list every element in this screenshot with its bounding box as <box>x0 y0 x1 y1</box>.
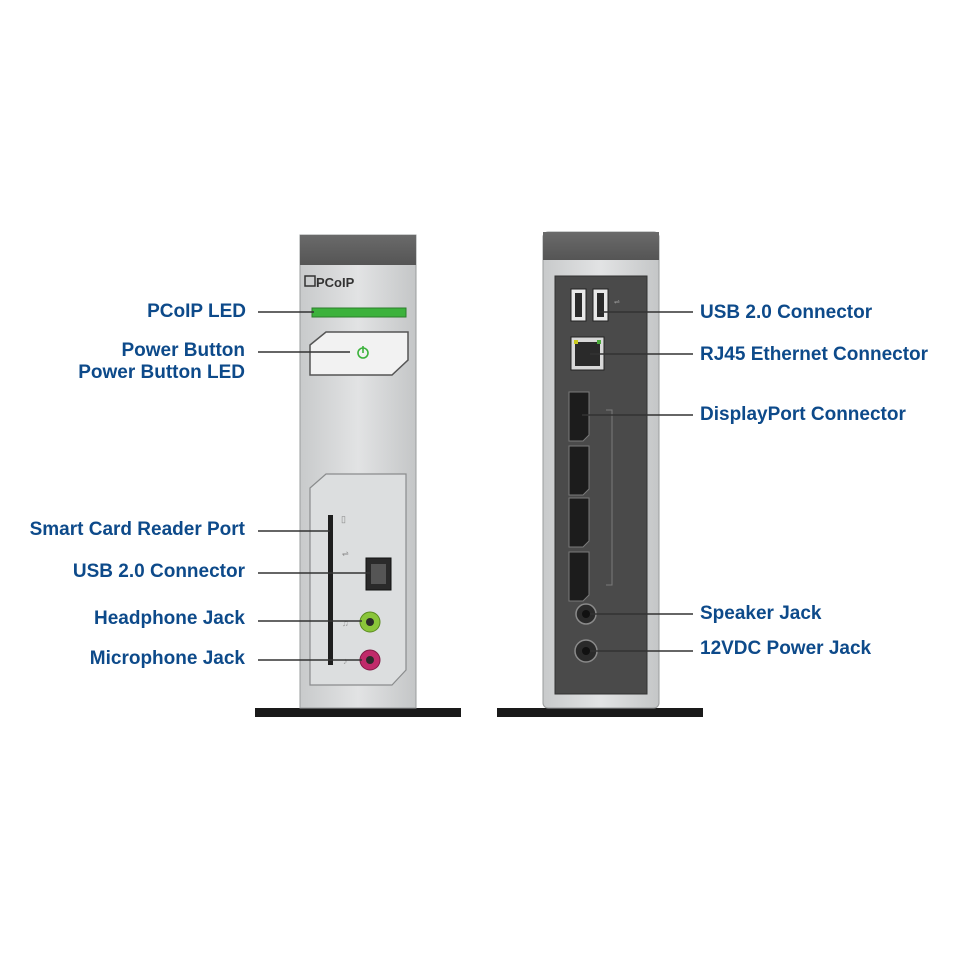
label-rear-usb: USB 2.0 Connector <box>700 302 873 323</box>
power-led-icon <box>357 346 369 359</box>
rear-stand <box>497 708 703 717</box>
label-pcoip-led: PCoIP LED <box>147 301 246 322</box>
rear-unit: ⇌ <box>497 231 703 717</box>
label-power-button: Power Button <box>121 340 246 361</box>
rj45-led-icon-2 <box>597 340 601 344</box>
label-power-button-led: Power Button LED <box>78 362 245 383</box>
displayport-bracket <box>606 409 613 586</box>
label-displayport: DisplayPort Connector <box>700 404 906 425</box>
front-top-cap <box>300 235 416 265</box>
label-headphone-jack: Headphone Jack <box>94 608 245 629</box>
headphone-jack-hole <box>366 618 374 626</box>
microphone-icon: ♪ <box>343 656 348 666</box>
displayport-2[interactable] <box>568 445 590 496</box>
label-front-usb: USB 2.0 Connector <box>72 561 245 582</box>
displayport-3[interactable] <box>568 497 590 548</box>
rear-leader-lines <box>582 311 693 652</box>
displayport-1[interactable] <box>568 391 590 442</box>
label-smart-card-reader: Smart Card Reader Port <box>29 519 245 540</box>
rj45-led-icon <box>574 340 578 344</box>
rear-top-cap <box>543 232 659 260</box>
power-button[interactable] <box>309 331 409 376</box>
usb-symbol-icon: ⇌ <box>342 549 349 558</box>
smart-card-slot[interactable] <box>328 515 333 665</box>
rear-usb-symbol-icon: ⇌ <box>614 299 620 306</box>
microphone-jack-hole <box>366 656 374 664</box>
headphone-icon: ♫ <box>342 618 349 628</box>
pcoip-logo-icon <box>304 275 316 287</box>
pcoip-led <box>311 307 407 318</box>
smart-card-icon: ▯ <box>341 514 346 524</box>
front-stand <box>255 708 461 717</box>
front-usb-port-inner <box>371 564 386 584</box>
label-rj45: RJ45 Ethernet Connector <box>700 344 929 365</box>
front-leader-lines <box>258 311 370 661</box>
front-io-panel <box>309 473 407 686</box>
front-brand-logo: PCoIP <box>316 275 355 290</box>
label-microphone-jack: Microphone Jack <box>89 648 245 669</box>
front-unit: PCoIP ▯ ⇌ ♫ ♪ <box>255 234 461 717</box>
displayport-4[interactable] <box>568 551 590 602</box>
label-speaker-jack: Speaker Jack <box>700 603 822 624</box>
label-power-jack: 12VDC Power Jack <box>700 638 872 659</box>
